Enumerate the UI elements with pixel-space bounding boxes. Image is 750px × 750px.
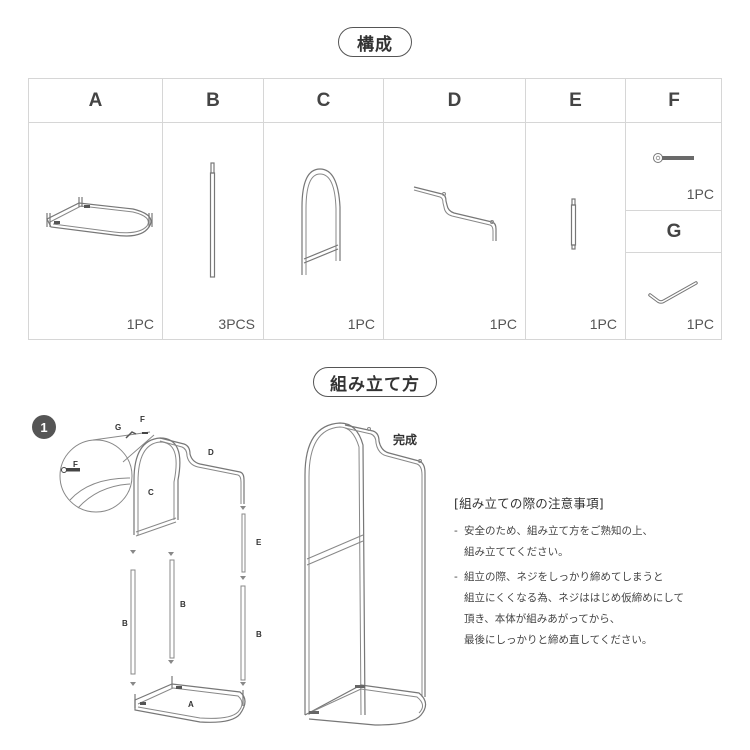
note-line: 組み立ててください。 <box>464 546 569 558</box>
note-dash: - <box>454 525 458 537</box>
label-b-right: B <box>256 630 262 639</box>
arch-frame-icon <box>301 168 341 275</box>
note-line: 頂き、本体が組みあがってから、 <box>464 613 621 625</box>
completed-rack-diagram <box>304 422 427 726</box>
label-b-middle: B <box>180 600 186 609</box>
base-frame-icon <box>46 197 153 237</box>
part-qty-e: 1PC <box>589 316 617 332</box>
part-id-a: A <box>29 79 162 123</box>
note-item: - 安全のため、組み立て方をご熟知の上、 組み立ててください。 <box>454 521 744 563</box>
part-cell-c: C 1PC <box>264 79 384 339</box>
part-id-e: E <box>526 79 625 123</box>
top-bar-d-icon <box>413 186 497 241</box>
note-line: 安全のため、組み立て方をご熟知の上、 <box>464 525 653 537</box>
label-e: E <box>256 538 262 547</box>
part-id-g: G <box>626 210 722 253</box>
note-dash: - <box>454 571 458 583</box>
exploded-assembly-diagram <box>59 431 246 723</box>
pole-e-icon <box>570 198 577 250</box>
assembly-notes: [組み立ての際の注意事項] - 安全のため、組み立て方をご熟知の上、 組み立てて… <box>454 493 744 655</box>
components-section-title: 構成 <box>338 27 412 57</box>
part-id-c: C <box>264 79 383 123</box>
notes-title: [組み立ての際の注意事項] <box>454 496 604 511</box>
part-qty-c: 1PC <box>347 316 375 332</box>
note-line: 組立にくくなる為、ネジははじめ仮締めにして <box>464 592 684 604</box>
part-cell-e: E 1PC <box>526 79 626 339</box>
note-line: 最後にしっかりと締め直してください。 <box>464 634 653 646</box>
part-cell-b: B 3PCS <box>163 79 264 339</box>
part-id-b: B <box>163 79 263 123</box>
part-qty-b: 3PCS <box>218 316 255 332</box>
label-c: C <box>148 488 154 497</box>
part-qty-g: 1PC <box>686 316 714 332</box>
assembly-section-title: 組み立て方 <box>313 367 437 397</box>
label-f-zoom: F <box>73 460 78 469</box>
part-cell-f-g: F 1PC G 1PC <box>626 79 722 339</box>
part-qty-f: 1PC <box>686 186 714 202</box>
label-g: G <box>115 423 122 432</box>
hex-key-icon <box>648 281 698 304</box>
part-cell-a: A 1PC <box>29 79 163 339</box>
part-qty-a: 1PC <box>126 316 154 332</box>
label-d: D <box>208 448 214 457</box>
part-cell-d: D 1PC <box>384 79 526 339</box>
completed-label: 完成 <box>393 433 418 447</box>
parts-table: A 1PC B 3PCS C 1PC D <box>28 78 722 340</box>
part-qty-d: 1PC <box>489 316 517 332</box>
label-f: F <box>140 415 145 424</box>
label-b-left: B <box>122 619 128 628</box>
screw-icon <box>653 153 694 163</box>
part-id-f: F <box>626 79 722 123</box>
label-a: A <box>188 700 194 709</box>
note-line: 組立の際、ネジをしっかり締めてしまうと <box>464 571 664 583</box>
step-number-badge: 1 <box>32 415 56 439</box>
note-item: - 組立の際、ネジをしっかり締めてしまうと 組立にくくなる為、ネジははじめ仮締め… <box>454 567 744 651</box>
part-id-d: D <box>384 79 525 123</box>
pole-b-icon <box>209 162 216 278</box>
